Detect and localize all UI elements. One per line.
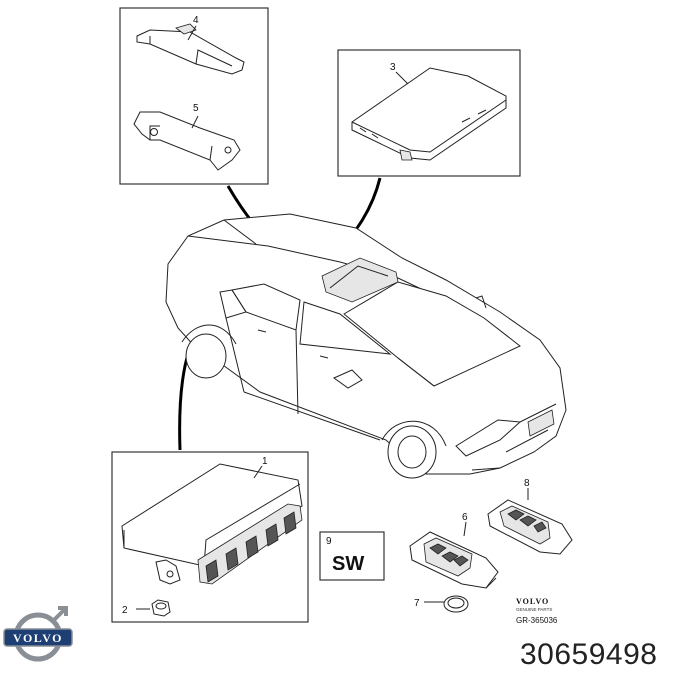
illustration-code: GR-365036 bbox=[516, 616, 558, 625]
nut-part-2 bbox=[136, 599, 171, 617]
bracket-part-4 bbox=[136, 23, 245, 75]
volvo-logo: VOLVO bbox=[3, 606, 73, 662]
car-illustration bbox=[165, 213, 567, 479]
box-part-3 bbox=[337, 49, 521, 177]
callout-2: 2 bbox=[122, 605, 128, 616]
callout-7: 7 bbox=[414, 598, 420, 609]
box-parts-4-5 bbox=[119, 7, 269, 185]
callout-1: 1 bbox=[262, 456, 268, 467]
box-parts-1-2 bbox=[111, 451, 309, 623]
remote-key-part-8 bbox=[487, 499, 573, 555]
callout-4: 4 bbox=[193, 15, 199, 26]
callout-5: 5 bbox=[193, 103, 199, 114]
software-box-9 bbox=[319, 531, 385, 581]
brand-mark: VOLVO bbox=[516, 597, 549, 606]
module-part-3 bbox=[351, 67, 507, 161]
callout-8: 8 bbox=[524, 478, 530, 489]
coin-battery-part-7 bbox=[424, 595, 469, 613]
bracket-part-5 bbox=[133, 111, 241, 171]
callout-3: 3 bbox=[390, 62, 396, 73]
callout-9: 9 bbox=[326, 536, 332, 547]
logo-text: VOLVO bbox=[13, 631, 63, 645]
part-number: 30659498 bbox=[520, 638, 658, 671]
remote-key-part-6 bbox=[409, 531, 499, 589]
brand-caption: GENUINE PARTS bbox=[516, 607, 552, 612]
control-module-part-1 bbox=[121, 463, 303, 585]
software-label: SW bbox=[332, 553, 364, 575]
callout-6: 6 bbox=[462, 512, 468, 523]
